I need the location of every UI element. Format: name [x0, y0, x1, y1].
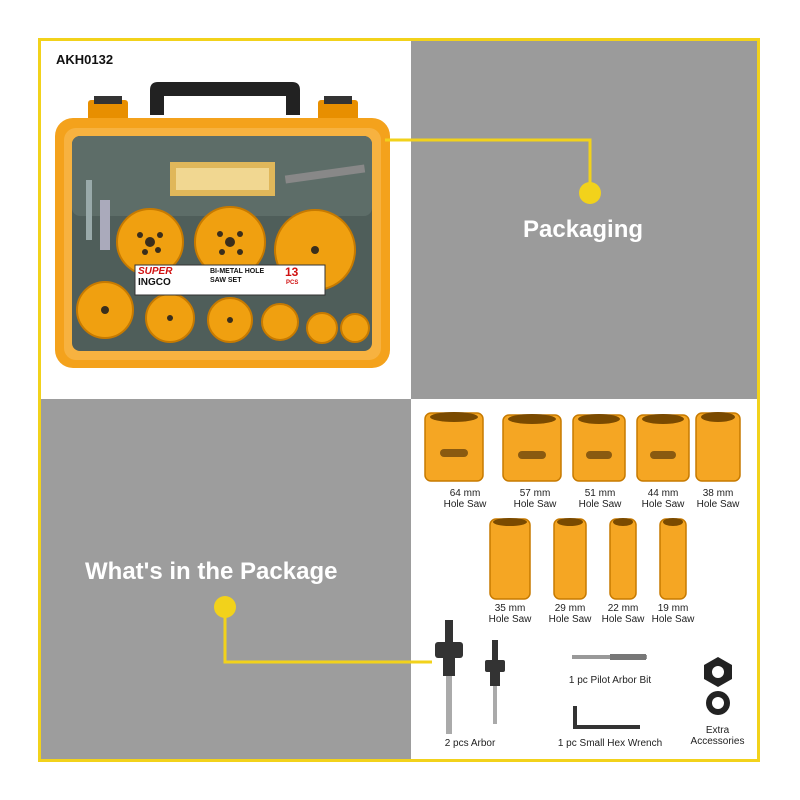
- case-product-line2: SAW SET: [210, 277, 242, 284]
- case-count-unit: PCS: [286, 280, 299, 286]
- arbor-label: 2 pcs Arbor: [444, 738, 496, 749]
- case-brand: INGCO: [138, 277, 171, 288]
- model-code: AKH0132: [56, 52, 114, 67]
- case-count: 13: [285, 265, 299, 279]
- contents-label: What's in the Package: [85, 558, 338, 585]
- pilot-bit-image: [572, 654, 647, 660]
- hole-saws-row2-image: [489, 518, 687, 600]
- contents-label-panel: [41, 399, 411, 759]
- hole-saws-row1-image: [424, 412, 741, 482]
- hex-wrench-label: 1 pc Small Hex Wrench: [557, 738, 663, 749]
- saw-brand-label: INGCO: [532, 537, 540, 560]
- yellow-frame: [38, 38, 760, 762]
- case-product-line1: BI-METAL HOLE: [210, 268, 265, 275]
- packaging-label: Packaging: [523, 216, 644, 243]
- arbor-image: [435, 620, 505, 734]
- hex-wrench-image: [573, 706, 640, 729]
- extra-accessories-image: [704, 657, 732, 715]
- toolbox-case-image: [55, 82, 390, 368]
- pilot-bit-label: 1 pc Pilot Arbor Bit: [568, 675, 652, 686]
- packaging-label-panel: [411, 41, 757, 399]
- case-brand-top: SUPER: [138, 266, 173, 277]
